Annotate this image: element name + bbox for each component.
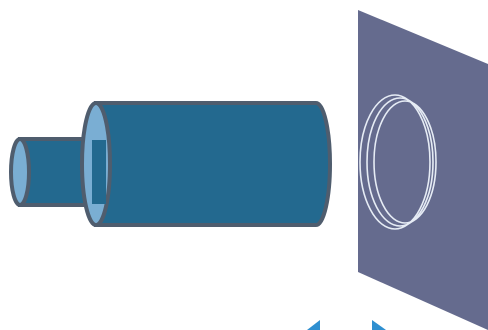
ring-inner	[373, 100, 437, 224]
ring-pattern	[359, 94, 437, 230]
large-cylinder-body	[94, 101, 332, 227]
ring-middle	[366, 97, 434, 227]
small-cylinder-connector	[92, 140, 106, 204]
arrow-right-icon	[372, 320, 386, 330]
ring-outer	[359, 94, 431, 230]
arrow-left-icon	[307, 320, 320, 330]
small-cylinder-front-face	[9, 137, 31, 207]
distance-indicator	[307, 320, 386, 330]
screen-panel	[358, 10, 488, 330]
large-cylinder	[80, 101, 332, 227]
